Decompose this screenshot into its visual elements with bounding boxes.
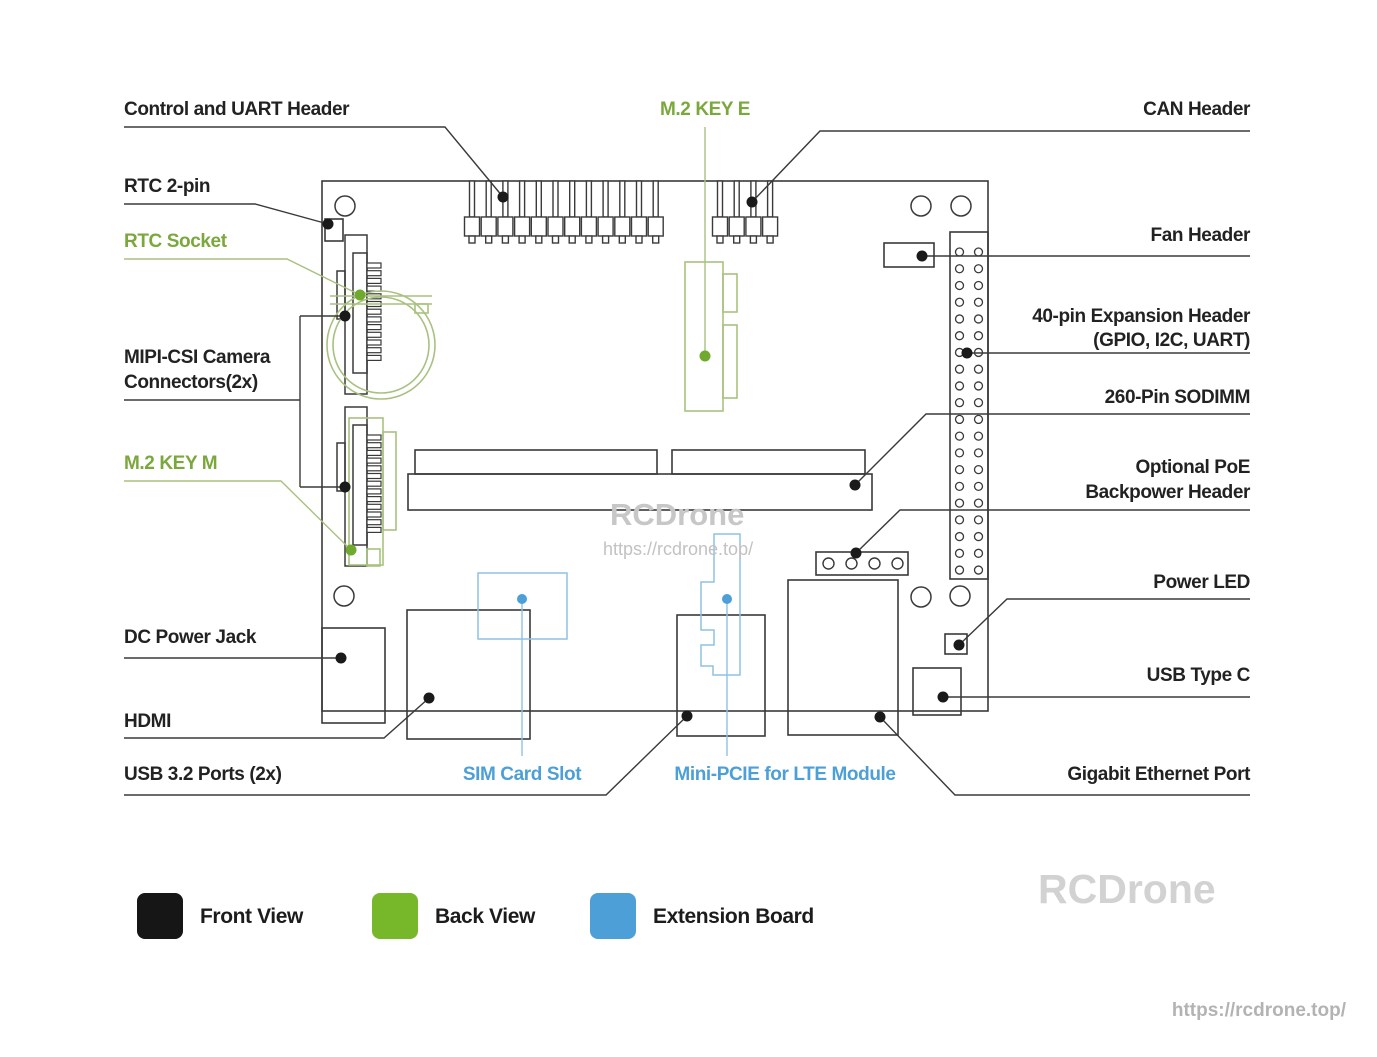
m2-key-m-outline <box>348 417 397 567</box>
usb-type-c-port <box>912 667 962 716</box>
watermark-corner-url: https://rcdrone.top/ <box>1171 1000 1346 1021</box>
usb32-ports <box>676 614 766 737</box>
label-rtc-socket: RTC Socket <box>124 231 227 252</box>
watermark-center-name: RCDrone <box>610 497 745 532</box>
can-header-pins <box>711 180 779 244</box>
leader-rtc-2pin <box>124 203 329 225</box>
label-mipi-csi-line2: Connectors(2x) <box>124 372 258 393</box>
leader-lines-black <box>124 126 1250 796</box>
expansion-header-40pin <box>949 231 989 580</box>
mounting-holes <box>333 195 972 608</box>
leader-m2-key-m <box>124 480 352 551</box>
endpoint-dots-blue <box>517 594 732 604</box>
power-led <box>944 633 968 655</box>
label-mipi-csi-line1: MIPI-CSI Camera <box>124 347 271 368</box>
label-fan-header: Fan Header <box>1150 225 1251 246</box>
leader-can <box>751 130 1250 203</box>
label-can-header: CAN Header <box>1143 99 1250 120</box>
label-gigabit-ethernet: Gigabit Ethernet Port <box>1067 764 1250 785</box>
fan-header <box>883 242 935 268</box>
rtc-2pin-header <box>324 218 344 242</box>
leader-mipi <box>124 315 345 488</box>
poe-backpower-header <box>815 551 909 576</box>
watermark-center-url: https://rcdrone.top/ <box>603 539 754 559</box>
label-control-uart-header: Control and UART Header <box>124 99 350 120</box>
leader-hdmi <box>124 697 430 739</box>
mipi-csi-connector-2-teeth <box>366 434 382 534</box>
leader-ethernet <box>879 716 1250 796</box>
poe-header-pins <box>822 557 904 570</box>
rtc-socket-outline <box>326 290 436 400</box>
expansion-header-pins <box>954 247 984 575</box>
leader-control-uart <box>124 126 504 198</box>
sodimm-connector <box>407 449 873 511</box>
legend-swatch-back-view <box>372 893 418 939</box>
leader-sodimm <box>854 413 1250 486</box>
label-sodimm: 260-Pin SODIMM <box>1104 387 1251 408</box>
leader-lines-blue <box>521 599 728 756</box>
label-usb32-ports: USB 3.2 Ports (2x) <box>124 764 282 785</box>
label-poe-line1: Optional PoE <box>1135 457 1251 478</box>
leader-poe <box>855 509 1250 554</box>
label-m2-key-m: M.2 KEY M <box>124 453 218 474</box>
label-m2-key-e: M.2 KEY E <box>659 99 751 120</box>
legend-label-extension-board: Extension Board <box>653 905 814 928</box>
legend-swatch-front-view <box>137 893 183 939</box>
board-outline <box>321 180 989 712</box>
watermark-corner-name: RCDrone <box>1038 866 1216 912</box>
legend-label-front-view: Front View <box>200 905 303 928</box>
label-usb-type-c: USB Type C <box>1146 665 1251 686</box>
mipi-csi-connector-1-teeth <box>366 262 382 361</box>
mini-pcie-outline <box>700 533 741 676</box>
label-power-led: Power LED <box>1153 572 1250 593</box>
label-mini-pcie: Mini-PCIE for LTE Module <box>674 764 896 785</box>
legend-swatch-extension-board <box>590 893 636 939</box>
label-expansion-line1: 40-pin Expansion Header <box>1032 306 1250 327</box>
label-rtc-2pin: RTC 2-pin <box>124 176 211 197</box>
leader-usb32 <box>124 715 688 796</box>
hdmi-port <box>406 609 531 740</box>
leader-lines-green <box>124 127 706 551</box>
label-dc-power-jack: DC Power Jack <box>124 627 257 648</box>
label-poe-line2: Backpower Header <box>1085 482 1250 503</box>
endpoint-dots-green <box>345 289 711 556</box>
leader-power-led <box>958 598 1250 646</box>
endpoint-dots-black <box>322 191 973 723</box>
legend-label-back-view: Back View <box>435 905 535 928</box>
m2-key-e-outline <box>684 261 738 412</box>
ethernet-port <box>787 579 899 736</box>
label-sim-card-slot: SIM Card Slot <box>462 764 582 785</box>
control-uart-header-pins <box>463 180 664 244</box>
leader-rtc-socket <box>124 258 361 296</box>
label-expansion-line2: (GPIO, I2C, UART) <box>1093 330 1250 351</box>
label-hdmi: HDMI <box>124 711 171 732</box>
dc-power-jack <box>321 627 386 724</box>
